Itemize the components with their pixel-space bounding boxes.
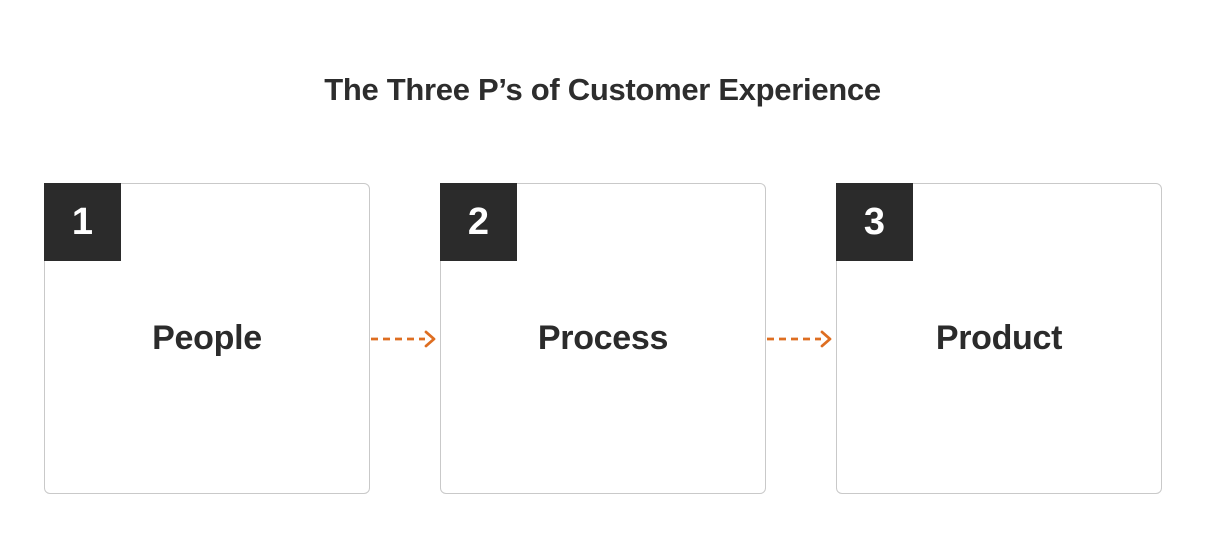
step-label: Process: [537, 319, 669, 357]
dashed-arrow-right-icon: [371, 330, 436, 347]
step-box-process: 2 Process: [440, 183, 766, 494]
step-box-people: 1 People: [44, 183, 370, 494]
step-number-badge: 3: [836, 183, 913, 261]
connector-1: [370, 183, 440, 494]
step-label: People: [152, 319, 262, 357]
steps-row: 1 People 2 Process 3 Pr: [44, 183, 1162, 494]
connector-2: [766, 183, 836, 494]
step-box-product: 3 Product: [836, 183, 1162, 494]
diagram-title: The Three P’s of Customer Experience: [324, 72, 881, 107]
step-number-badge: 2: [440, 183, 517, 261]
step-label: Product: [935, 319, 1063, 357]
diagram-canvas: The Three P’s of Customer Experience 1 P…: [44, 72, 1162, 494]
step-number-badge: 1: [44, 183, 121, 261]
step-number: 3: [863, 200, 886, 243]
dashed-arrow-right-icon: [767, 330, 832, 347]
step-number: 2: [467, 200, 490, 243]
step-number: 1: [71, 200, 94, 243]
